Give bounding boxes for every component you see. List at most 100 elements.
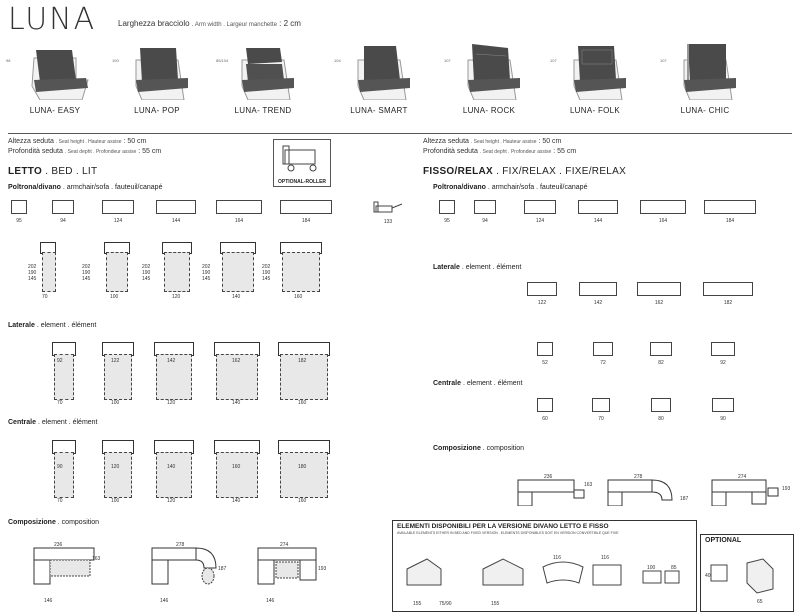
composition-diagram [711, 479, 779, 507]
models-row: 98 LUNA- EASY 100 LUNA- POP 85/104 LUNA-… [0, 40, 800, 132]
chair-folk-image [573, 46, 626, 101]
element-item: 92 [708, 340, 738, 366]
elementi-box: ELEMENTI DISPONIBILI PER LA VERSIONE DIV… [392, 520, 697, 612]
model-chic[interactable]: 107 LUNA- CHIC [660, 40, 744, 115]
sofa-item: 124 [98, 198, 138, 224]
relax-chair-icon [373, 201, 403, 213]
sofa-item: 94 [48, 198, 78, 224]
chair-chic-image [683, 44, 736, 101]
composition-diagram [257, 547, 317, 585]
composizione-heading-right: Composizione . composition [433, 445, 525, 452]
centrale-heading-left: Centrale . element . élément [8, 419, 98, 426]
model-smart[interactable]: 104 LUNA- SMART [334, 40, 418, 115]
fisso-sofa-row: 133 95 94 124 144 164 184 [370, 198, 800, 258]
centrale-item: 90 [708, 396, 738, 422]
element-item: 72 [588, 340, 618, 366]
chair-easy-image [31, 50, 89, 101]
fisso-laterale-row: 122 142 162 182 [510, 280, 800, 320]
composition-diagram [517, 479, 585, 507]
fisso-centrale-row: 60 70 80 90 [510, 396, 800, 432]
centrale-heading-right: Centrale . element . élément [433, 380, 523, 387]
relax-item: 133 [370, 198, 406, 225]
laterale-item: 182 [700, 280, 756, 306]
model-trend[interactable]: 85/104 LUNA- TREND [216, 40, 302, 115]
fisso-laterale-elements: 52 72 82 92 [510, 340, 800, 376]
elementi-diagrams [406, 558, 680, 586]
element-item: 82 [646, 340, 676, 366]
section-fisso: FISSO/RELAX . FIX/RELAX . FIXE/RELAX [423, 166, 627, 177]
roller-icon [282, 145, 317, 172]
sofa-item: 144 [574, 198, 622, 224]
brand-title: LUNA [8, 2, 97, 37]
optional-box: OPTIONAL 40 65 [700, 534, 794, 612]
sofa-item: 94 [470, 198, 500, 224]
sofa-item: 164 [212, 198, 266, 224]
composition-diagram [33, 547, 95, 585]
arm-width: Larghezza bracciolo . Arm width . Largeu… [118, 19, 301, 28]
seat-info-right: Altezza seduta . Seat height . Hauteur a… [423, 138, 577, 155]
sofa-item: 95 [432, 198, 462, 224]
laterale-heading-right: Laterale . element . élément [433, 264, 522, 271]
sofa-item: 164 [636, 198, 690, 224]
centrale-item: 60 [530, 396, 560, 422]
model-rock[interactable]: 107 LUNA- ROCK [444, 40, 528, 115]
sofa-item: 184 [276, 198, 336, 224]
sofa-item: 95 [4, 198, 34, 224]
poltrona-heading-left: Poltrona/divano . armchair/sofa . fauteu… [8, 184, 163, 191]
composition-diagram [151, 547, 217, 585]
chair-pop-image [135, 48, 188, 101]
elementi-title: ELEMENTI DISPONIBILI PER LA VERSIONE DIV… [397, 523, 609, 530]
optional-pouf-diagram [710, 558, 774, 594]
laterale-item: 122 [524, 280, 560, 306]
sofa-item: 124 [520, 198, 560, 224]
model-pop[interactable]: 100 LUNA- POP [112, 40, 196, 115]
model-folk[interactable]: 107 LUNA- FOLK [550, 40, 634, 115]
letto-sofa-row: 95 94 124 144 164 184 [0, 198, 400, 238]
divider [8, 133, 792, 134]
seat-info-left: Altezza seduta . Seat height . Hauteur a… [8, 138, 162, 155]
chair-trend-image [241, 48, 294, 101]
model-easy[interactable]: 98 LUNA- EASY [6, 40, 94, 115]
centrale-item: 70 [586, 396, 616, 422]
poltrona-heading-right: Poltrona/divano . armchair/sofa . fauteu… [433, 184, 588, 191]
optional-roller-box: OPTIONAL-ROLLER [273, 139, 331, 187]
sofa-item: 184 [700, 198, 760, 224]
elementi-subtitle: AVAILABLE ELEMENTS EITHER IN BED AND FIX… [397, 531, 619, 535]
laterale-item: 162 [634, 280, 684, 306]
laterale-item: 142 [576, 280, 620, 306]
element-item: 52 [530, 340, 560, 366]
sofa-item: 144 [152, 198, 200, 224]
chair-rock-image [467, 44, 520, 101]
centrale-item: 80 [646, 396, 676, 422]
laterale-heading-left: Laterale . element . élément [8, 322, 97, 329]
composizione-heading-left: Composizione . composition [8, 519, 100, 526]
section-letto: LETTO . BED . LIT [8, 166, 98, 177]
chair-smart-image [357, 46, 410, 101]
optional-title: OPTIONAL [705, 537, 742, 544]
